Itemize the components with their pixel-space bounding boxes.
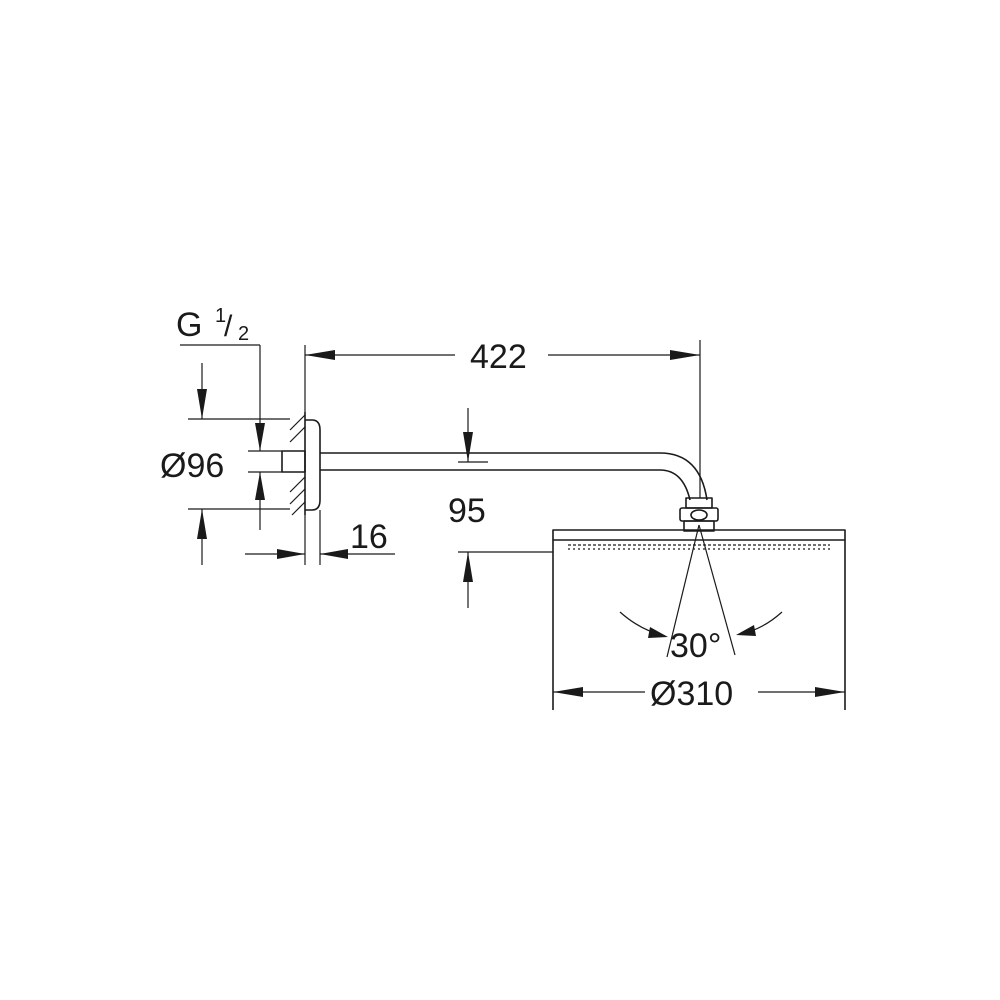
head-diameter-label: Ø310 [650,675,733,713]
flange-depth-label: 16 [350,518,388,556]
ball-joint [679,497,719,532]
thread-denominator: 2 [238,323,249,345]
thread-letter: G [176,306,202,344]
thread-dimension: G 1 / 2 [176,305,282,530]
head-diameter-dimension: Ø310 [553,675,845,713]
tilt-angle-label: 30° [670,627,721,665]
shower-arm [320,452,708,501]
flange-depth-dimension: 16 [245,510,395,565]
arm-length-label: 422 [470,338,527,376]
arm-length-dimension: 422 [304,338,701,498]
arm-drop-dimension: 95 [448,408,553,608]
arm-drop-label: 95 [448,492,486,530]
flange-diameter-dimension: Ø96 [160,363,290,565]
nozzle-row [568,544,830,550]
tilt-angle-dimension: 30° [619,524,783,665]
shower-head [552,529,846,710]
wall-hatch [289,414,306,516]
flange-diameter-label: Ø96 [160,447,224,485]
threaded-connection [281,450,306,473]
thread-slash: / [224,310,233,343]
thread-numerator: 1 [215,305,226,327]
